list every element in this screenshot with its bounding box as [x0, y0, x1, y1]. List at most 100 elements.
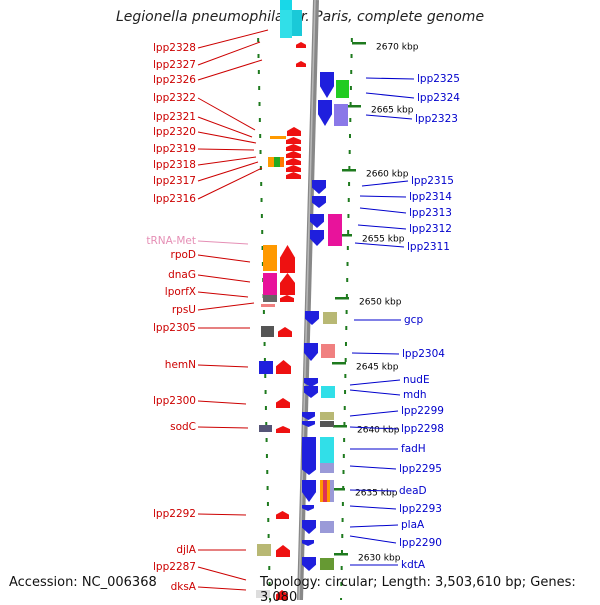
right-leader-line	[361, 180, 409, 187]
left-leader-line	[197, 254, 251, 263]
gene-arrow-forward	[276, 398, 290, 408]
right-leader-line	[349, 379, 401, 386]
gene-feature	[280, 157, 284, 167]
gene-feature	[328, 214, 342, 230]
right-gene-label: mdh	[403, 389, 427, 401]
scale-label: 2650 kbp	[359, 298, 402, 308]
left-gene-label: lpp2305	[153, 322, 196, 334]
scale-tick	[333, 425, 347, 428]
left-gene-label: dnaG	[168, 269, 196, 281]
scale-label: 2655 kbp	[362, 235, 405, 245]
ruler-dash-left	[265, 438, 268, 442]
gene-feature	[320, 558, 334, 570]
ruler-dash-right	[347, 230, 350, 234]
left-leader-line	[197, 274, 251, 283]
scale-label: 2645 kbp	[356, 363, 399, 373]
gene-arrow-reverse	[302, 505, 314, 511]
accession-text: Accession: NC_006368	[9, 575, 157, 590]
gene-feature	[320, 437, 334, 463]
gene-arrow-reverse	[320, 72, 334, 98]
gene-arrow-reverse	[302, 421, 315, 427]
ruler-dash-right	[341, 502, 344, 506]
gene-arrow-reverse	[304, 378, 318, 387]
right-leader-line	[349, 489, 397, 492]
ruler-dash-left	[263, 358, 266, 362]
ruler-dash-left	[260, 214, 263, 218]
gene-feature	[274, 157, 280, 167]
left-leader-line	[197, 131, 257, 144]
ruler-dash-left	[259, 134, 262, 138]
ruler-dash-right	[347, 198, 350, 202]
right-leader-line	[357, 224, 407, 230]
right-leader-line	[351, 352, 400, 355]
left-leader-line	[197, 167, 263, 200]
gene-feature	[256, 590, 270, 598]
scale-tick	[331, 488, 345, 491]
ruler-dash-right	[340, 550, 343, 554]
right-leader-line	[365, 92, 415, 99]
scale-tick	[347, 105, 361, 108]
gene-arrow-forward	[276, 511, 289, 519]
right-gene-label: lpp2313	[409, 207, 452, 219]
left-leader-line	[197, 291, 249, 298]
gene-feature	[259, 425, 272, 432]
ruler-dash-left	[257, 54, 260, 58]
right-gene-label: plaA	[401, 519, 425, 531]
ruler-dash-left	[264, 374, 267, 378]
ruler-dash-right	[350, 70, 353, 74]
gene-arrow-reverse	[302, 540, 314, 546]
ruler-dash-right	[345, 326, 348, 330]
right-gene-label: lpp2314	[409, 191, 452, 203]
gene-feature	[336, 80, 349, 98]
left-gene-label: rpsU	[172, 304, 196, 316]
gene-feature	[321, 344, 335, 358]
right-gene-label: lpp2304	[402, 348, 445, 360]
ruler-dash-left	[266, 502, 269, 506]
gene-arrow-reverse	[302, 520, 316, 534]
ruler-dash-right	[348, 166, 351, 170]
ruler-dash-left	[258, 86, 261, 90]
right-gene-label: lpp2295	[399, 463, 442, 475]
gene-feature	[263, 273, 277, 295]
gene-feature	[330, 480, 334, 502]
ruler-dash-right	[340, 566, 343, 570]
gene-arrow-forward	[296, 61, 306, 67]
left-gene-label: lpp2322	[153, 92, 196, 104]
ruler-dash-left	[262, 310, 265, 314]
gene-arrow-reverse	[304, 343, 318, 361]
gene-arrow-reverse	[302, 557, 316, 571]
genome-backbone	[297, 0, 319, 600]
ruler-dash-left	[257, 38, 260, 42]
left-leader-line	[197, 59, 263, 81]
gene-arrow-forward	[286, 151, 301, 158]
right-gene-label: lpp2325	[417, 73, 460, 85]
gene-arrow-forward	[276, 590, 288, 600]
gene-arrow-forward	[296, 42, 306, 48]
ruler-dash-left	[257, 70, 260, 74]
gene-arrow-reverse	[302, 463, 316, 475]
right-gene-label: lpp2293	[399, 503, 442, 515]
gene-feature	[280, 0, 292, 10]
left-gene-label: sodC	[170, 421, 196, 433]
ruler-dash-right	[350, 54, 353, 58]
left-leader-line	[197, 240, 249, 245]
right-gene-label: lpp2298	[401, 423, 444, 435]
right-gene-label: fadH	[401, 443, 426, 455]
ruler-dash-right	[345, 294, 348, 298]
scale-tick	[332, 362, 346, 365]
gene-feature	[321, 386, 335, 398]
ruler-dash-right	[344, 390, 347, 394]
left-leader-line	[197, 566, 247, 581]
gene-feature	[280, 10, 292, 38]
gene-arrow-reverse	[305, 311, 319, 325]
gene-feature	[323, 312, 337, 324]
gene-arrow-reverse	[310, 214, 324, 228]
gene-arrow-forward	[286, 172, 301, 179]
gene-arrow-forward	[276, 426, 290, 433]
scale-label: 2640 kbp	[357, 426, 400, 436]
right-leader-line	[349, 410, 399, 417]
ruler-dash-left	[265, 422, 268, 426]
ruler-dash-right	[345, 310, 348, 314]
gene-feature	[320, 480, 323, 502]
ruler-dash-left	[267, 518, 270, 522]
